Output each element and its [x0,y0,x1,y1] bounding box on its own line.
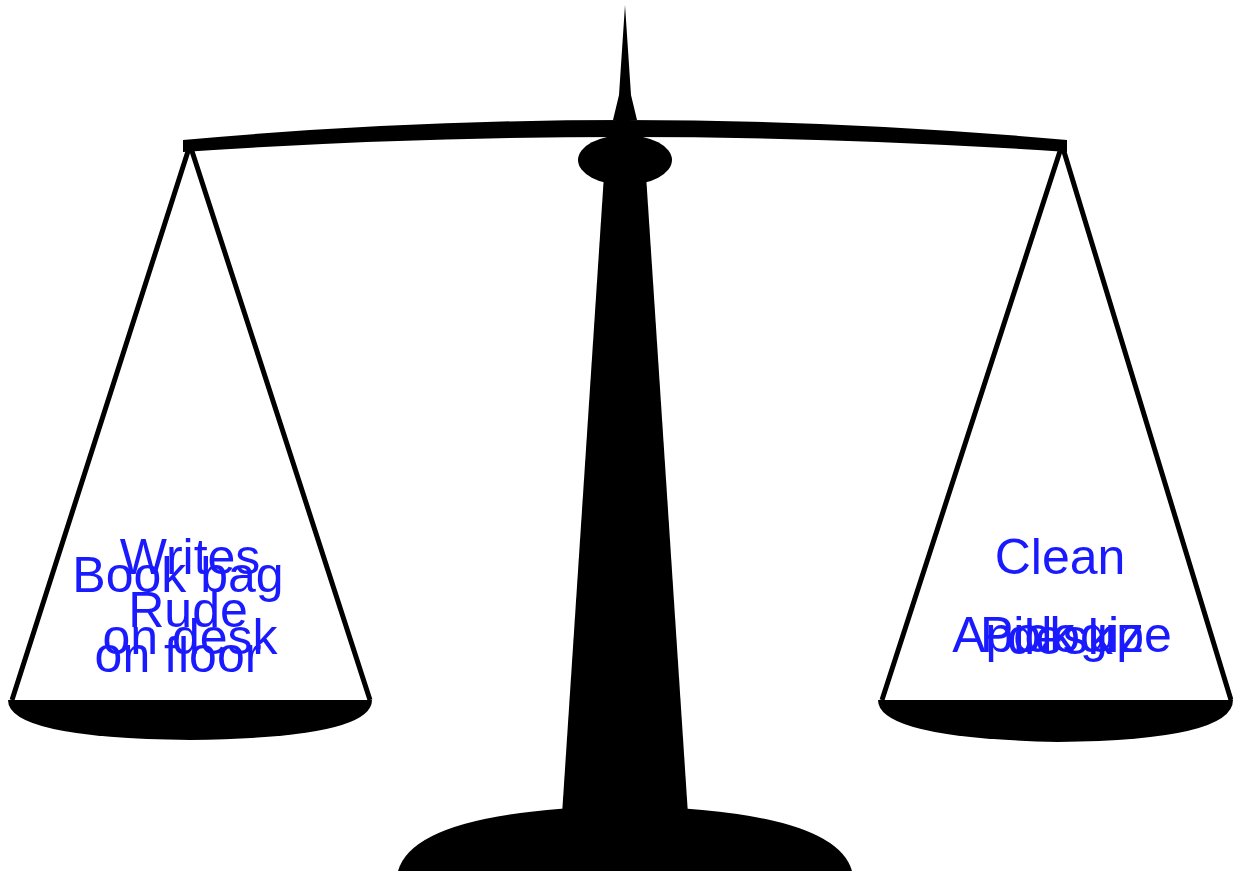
scale-pillar [560,175,690,845]
scale-pan: Clean deskPick upApologize [880,145,1233,705]
behavior-label: Rude [88,570,288,650]
pan-strings [882,145,1231,700]
pan-strings [12,145,370,700]
scale-base [398,806,852,871]
left-pan-bowl [8,700,372,740]
right-pan-bowl [878,700,1233,742]
scale-pan: Writes on deskBook bag on floorRude [10,145,372,705]
behavior-label: Apologize [912,595,1212,675]
scale-spike [613,5,637,120]
